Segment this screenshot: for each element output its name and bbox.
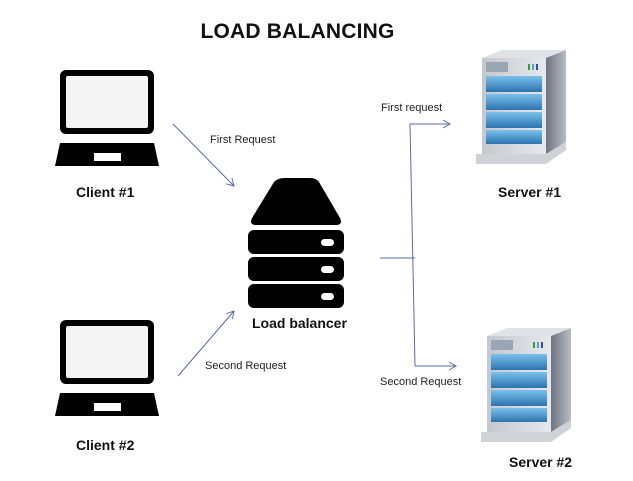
server-stack-icon (248, 178, 344, 308)
arrow-client2-to-balancer (177, 310, 235, 377)
client2-label: Client #2 (76, 437, 135, 453)
server1-label: Server #1 (498, 184, 562, 200)
client1-label: Client #1 (76, 184, 135, 200)
server-tower-icon (476, 50, 566, 164)
edge-label-second-request-server: Second Request (380, 376, 462, 388)
diagram-title-text: LOAD BALANCING (200, 20, 395, 43)
laptop-icon (55, 70, 159, 166)
edge-label-second-request: Second Request (205, 360, 287, 372)
edge-label-first-request-server: First request (381, 102, 443, 114)
balancer-label: Load balancer (252, 315, 347, 331)
edge-label-first-request: First Request (210, 134, 276, 146)
server-tower-icon (481, 328, 571, 442)
diagram-title: LOAD BALANCING (0, 20, 633, 44)
line-vertical-split (409, 123, 416, 367)
arrow-client1-to-balancer (172, 123, 235, 187)
server2-label: Server #2 (509, 454, 573, 470)
laptop-icon (55, 320, 159, 416)
